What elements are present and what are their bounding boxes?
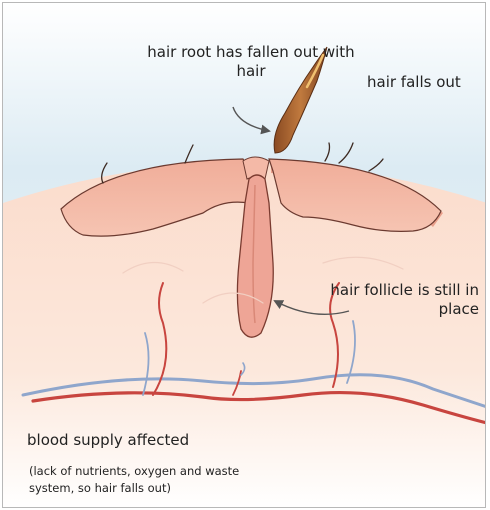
label-blood-supply: blood supply affected	[27, 431, 189, 450]
label-hair-falls-out: hair falls out	[367, 73, 461, 92]
label-hair-root-fallen: hair root has fallen out with hair	[141, 43, 361, 81]
label-follicle-in-place: hair follicle is still in place	[321, 281, 479, 319]
label-blood-note: (lack of nutrients, oxygen and waste sys…	[29, 463, 259, 496]
